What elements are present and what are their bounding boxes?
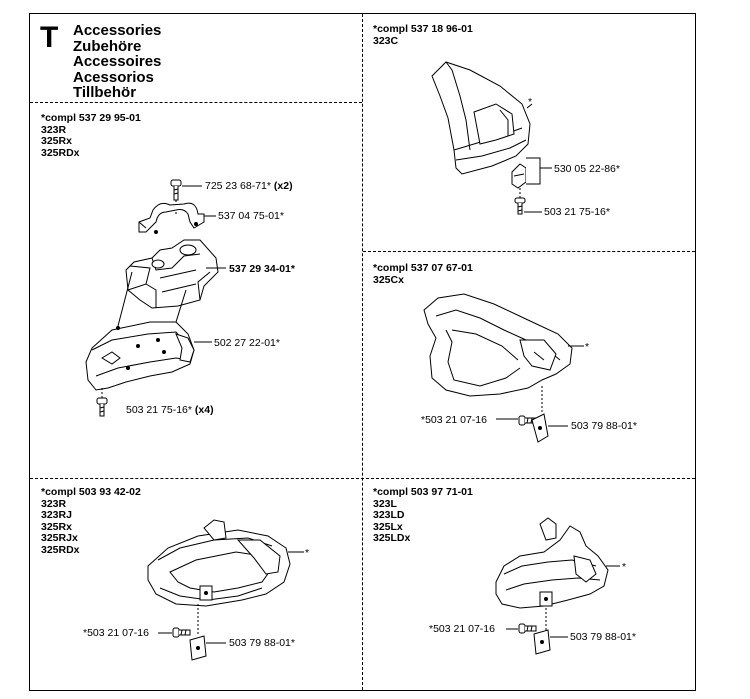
- panel4-model: 325RDx: [41, 543, 80, 556]
- panel5-header: *compl 503 97 71-01 323L 323LD 325Lx 325…: [373, 486, 473, 545]
- panel4-model: 323RJ: [41, 509, 72, 521]
- part-number: 725 23 68-71*: [205, 180, 271, 192]
- panel4-compl: *compl 503 93 42-02: [41, 486, 141, 498]
- panel3-model: 325Cx: [373, 273, 404, 286]
- panel1-label-bottom-screw: 503 21 75-16* (x4): [126, 404, 214, 416]
- panel2-model: 323C: [373, 34, 399, 47]
- quantity: (x2): [273, 180, 293, 192]
- section-title: Accessories Zubehöre Accessoires Acessor…: [73, 23, 161, 101]
- title-en: Accessories: [73, 22, 162, 39]
- panel5-model: 325Lx: [373, 520, 403, 533]
- panel2-label-clip: 530 05 22-86*: [554, 163, 620, 175]
- panel3-compl: *compl 537 07 67-01: [373, 262, 473, 274]
- panel5-label-screw: *503 21 07-16: [429, 623, 495, 635]
- panel5-model: 325LDx: [373, 532, 411, 544]
- part-number: 503 21 75-16*: [126, 404, 192, 416]
- panel4-drawing: [147, 519, 304, 661]
- panel1-label-bracket: 537 29 34-01*: [229, 263, 295, 275]
- section-letter: T: [40, 21, 59, 54]
- panel1-drawing: [85, 179, 226, 417]
- panel5-drawing: [495, 517, 620, 655]
- panel2-label-star: *: [528, 96, 533, 108]
- divider-title: [30, 102, 362, 103]
- panel2-label-screw: 503 21 75-16*: [544, 206, 610, 218]
- panel5-label-plate: 503 79 88-01*: [570, 631, 636, 643]
- panel5-model: 323LD: [373, 509, 405, 521]
- panel3-header: *compl 537 07 67-01 325Cx: [373, 262, 473, 286]
- title-pt: Acessorios: [73, 68, 154, 86]
- panel4-model: 323R: [41, 497, 67, 510]
- panel1-model: 323R: [41, 123, 67, 136]
- panel3-label-screw: *503 21 07-16: [421, 414, 487, 426]
- panel1-label-clamp: 537 04 75-01*: [218, 210, 284, 222]
- panel5-label-star: *: [622, 561, 627, 573]
- panel4-model: 325Rx: [41, 520, 72, 533]
- panel1-model: 325Rx: [41, 135, 72, 147]
- panel1-label-guard: 502 27 22-01*: [214, 337, 280, 349]
- panel1-model: 325RDx: [41, 146, 80, 159]
- panel4-model: 325RJx: [41, 532, 78, 544]
- panel4-label-screw: *503 21 07-16: [83, 627, 149, 639]
- panel2-compl: *compl 537 18 96-01: [373, 23, 473, 35]
- divider-right-upper: [363, 251, 695, 252]
- page-frame: [29, 13, 696, 691]
- panel5-compl: *compl 503 97 71-01: [373, 486, 473, 498]
- panel3-drawing: [423, 293, 584, 443]
- title-fr: Accessoires: [73, 53, 162, 71]
- title-de: Zubehöre: [73, 37, 142, 55]
- panel4-header: *compl 503 93 42-02 323R 323RJ 325Rx 325…: [41, 486, 141, 556]
- title-sv: Tillbehör: [73, 84, 137, 102]
- vertical-divider: [362, 14, 363, 690]
- panel4-label-star: *: [305, 547, 310, 559]
- panel1-header: *compl 537 29 95-01 323R 325Rx 325RDx: [41, 112, 141, 159]
- divider-bottom: [30, 478, 695, 479]
- panel4-label-plate: 503 79 88-01*: [229, 637, 295, 649]
- panel3-label-plate: 503 79 88-01*: [571, 420, 637, 432]
- panel5-model: 323L: [373, 497, 397, 510]
- panel3-label-star: *: [585, 341, 590, 353]
- panel1-label-screw: 725 23 68-71* (x2): [205, 180, 293, 192]
- panel2-header: *compl 537 18 96-01 323C: [373, 23, 473, 47]
- panel1-compl: *compl 537 29 95-01: [41, 112, 141, 124]
- quantity: (x4): [194, 404, 214, 416]
- panel2-drawing: [431, 61, 552, 215]
